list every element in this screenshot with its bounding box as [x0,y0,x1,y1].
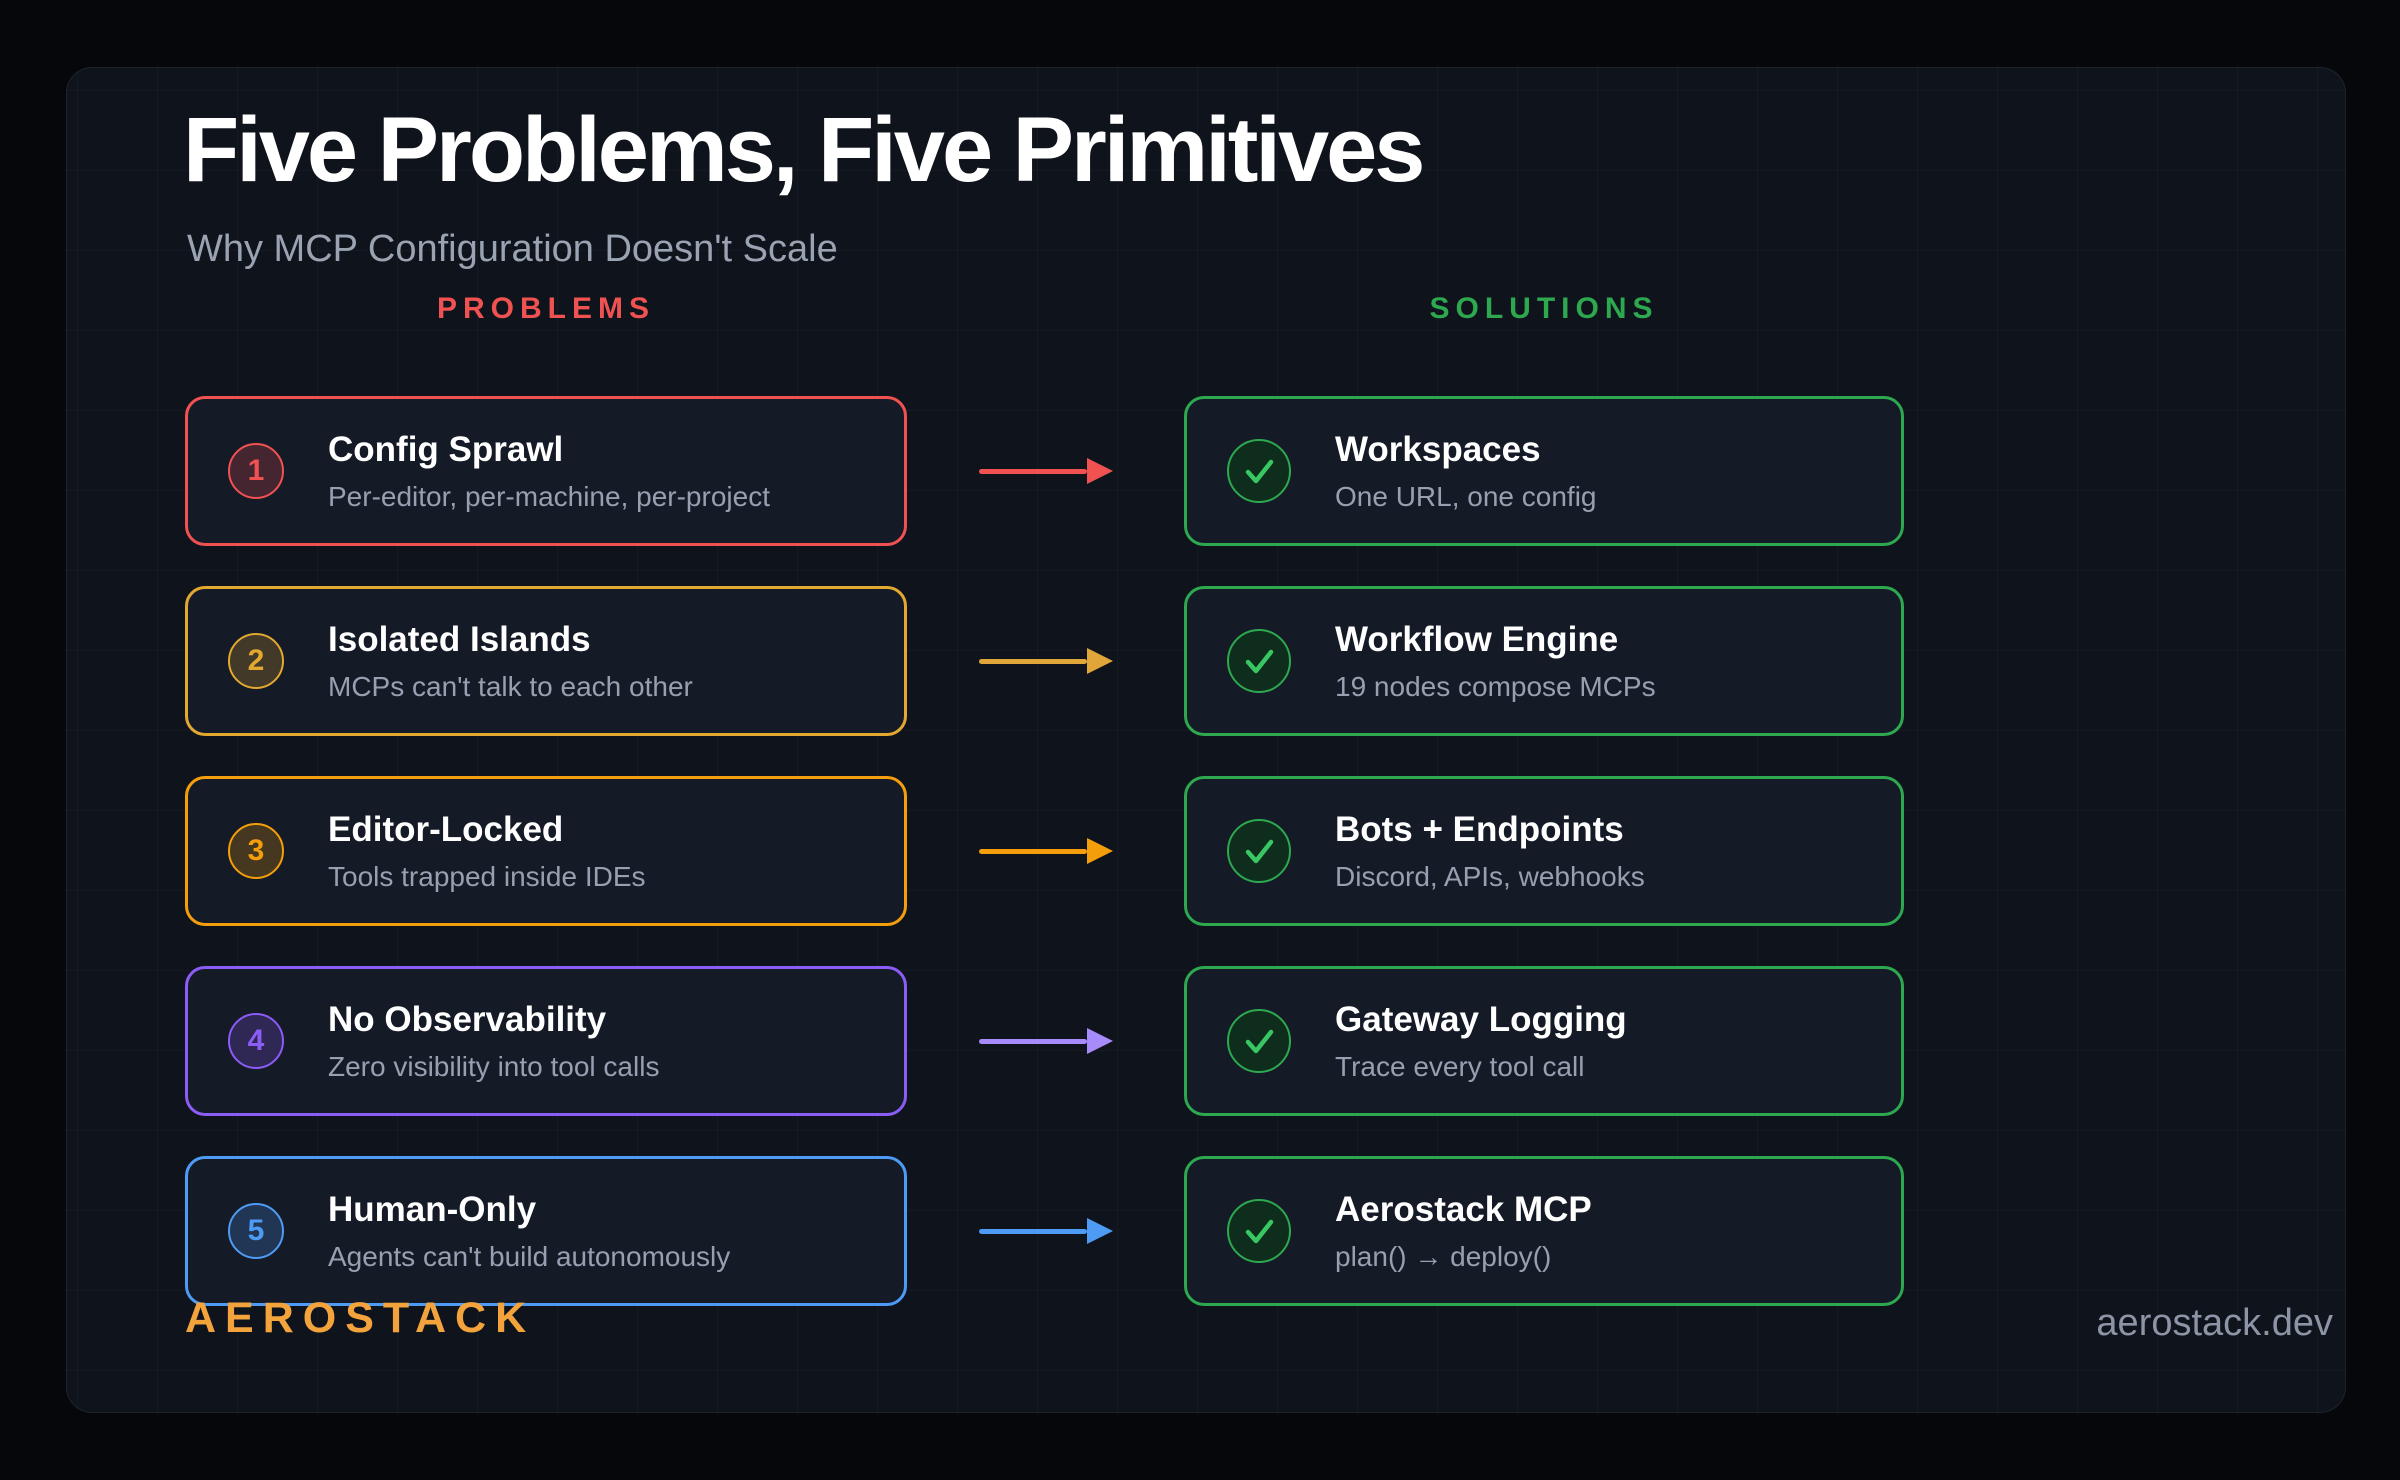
problem-number-badge: 1 [228,443,284,499]
arrow-shaft [978,1228,1087,1234]
rows-container: 1 Config Sprawl Per-editor, per-machine,… [185,396,1904,1306]
problem-card: 2 Isolated Islands MCPs can't talk to ea… [185,586,907,736]
problem-card: 3 Editor-Locked Tools trapped inside IDE… [185,776,907,926]
arrow-head [1086,1028,1113,1054]
solution-card: Bots + Endpoints Discord, APIs, webhooks [1184,776,1904,926]
solution-card: Gateway Logging Trace every tool call [1184,966,1904,1116]
page-title: Five Problems, Five Primitives [183,99,1425,201]
problem-card: 1 Config Sprawl Per-editor, per-machine,… [185,396,907,546]
solution-text: Bots + Endpoints Discord, APIs, webhooks [1335,812,1645,891]
arrow-right-icon [907,838,1184,864]
problem-text: Isolated Islands MCPs can't talk to each… [328,622,693,701]
solution-title: Workspaces [1335,429,1541,469]
problem-title: Editor-Locked [328,809,564,849]
solutions-column-header: SOLUTIONS [1429,292,1659,325]
problem-number-badge: 2 [228,633,284,689]
arrow-head [1086,1218,1113,1244]
solution-card: Workflow Engine 19 nodes compose MCPs [1184,586,1904,736]
solution-title: Aerostack MCP [1335,1189,1592,1229]
solution-title: Gateway Logging [1335,999,1627,1039]
solution-card: Aerostack MCP plan() → deploy() [1184,1156,1904,1306]
problem-description: MCPs can't talk to each other [328,670,693,702]
arrow-shaft [978,658,1087,664]
arrow-right-icon [907,1218,1184,1244]
problem-number-badge: 3 [228,823,284,879]
arrow-head [1086,838,1113,864]
problem-number: 3 [247,834,265,867]
problem-description: Zero visibility into tool calls [328,1050,660,1082]
check-icon [1227,439,1291,503]
check-icon [1227,1009,1291,1073]
solution-card: Workspaces One URL, one config [1184,396,1904,546]
problem-solution-row: 3 Editor-Locked Tools trapped inside IDE… [185,776,1904,926]
solution-title: Bots + Endpoints [1335,809,1624,849]
arrow-shaft [978,468,1087,474]
arrow-shaft [978,1038,1087,1044]
problems-column-header: PROBLEMS [436,292,655,325]
problem-number: 4 [247,1024,265,1057]
problem-description: Agents can't build autonomously [328,1240,731,1272]
main-panel: Five Problems, Five Primitives Why MCP C… [66,67,2346,1413]
problem-solution-row: 2 Isolated Islands MCPs can't talk to ea… [185,586,1904,736]
problem-title: Human-Only [328,1189,537,1229]
problem-solution-row: 4 No Observability Zero visibility into … [185,966,1904,1116]
arrow-head [1086,458,1113,484]
problem-number: 5 [247,1214,265,1247]
problem-solution-row: 5 Human-Only Agents can't build autonomo… [185,1156,1904,1306]
problem-number-badge: 5 [228,1203,284,1259]
problem-title: Config Sprawl [328,429,564,469]
problem-number: 1 [247,454,265,487]
problem-title: No Observability [328,999,607,1039]
problem-description: Per-editor, per-machine, per-project [328,480,770,512]
problem-text: Config Sprawl Per-editor, per-machine, p… [328,432,770,511]
check-icon [1227,629,1291,693]
problem-solution-row: 1 Config Sprawl Per-editor, per-machine,… [185,396,1904,546]
brand-wordmark: AEROSTACK [185,1294,536,1342]
arrow-right-icon [907,648,1184,674]
problem-title: Isolated Islands [328,619,591,659]
problem-text: Human-Only Agents can't build autonomous… [328,1192,730,1271]
arrow-head [1086,648,1113,674]
problem-card: 5 Human-Only Agents can't build autonomo… [185,1156,907,1306]
website-url: aerostack.dev [2096,1302,2333,1344]
solution-description: 19 nodes compose MCPs [1335,670,1656,702]
arrow-shaft [978,848,1087,854]
problem-card: 4 No Observability Zero visibility into … [185,966,907,1116]
problem-number-badge: 4 [228,1013,284,1069]
solution-description: Trace every tool call [1335,1050,1585,1082]
solution-text: Workspaces One URL, one config [1335,432,1597,511]
check-icon [1227,819,1291,883]
problem-text: Editor-Locked Tools trapped inside IDEs [328,812,646,891]
solution-text: Aerostack MCP plan() → deploy() [1335,1192,1592,1271]
solution-title: Workflow Engine [1335,619,1619,659]
page-subtitle: Why MCP Configuration Doesn't Scale [187,228,838,270]
arrow-right-icon [907,1028,1184,1054]
problem-description: Tools trapped inside IDEs [328,860,646,892]
solution-description: One URL, one config [1335,480,1597,512]
problem-number: 2 [247,644,265,677]
check-icon [1227,1199,1291,1263]
solution-text: Gateway Logging Trace every tool call [1335,1002,1627,1081]
arrow-right-icon [907,458,1184,484]
solution-description: plan() → deploy() [1335,1240,1552,1272]
solution-text: Workflow Engine 19 nodes compose MCPs [1335,622,1656,701]
solution-description: Discord, APIs, webhooks [1335,860,1645,892]
problem-text: No Observability Zero visibility into to… [328,1002,659,1081]
